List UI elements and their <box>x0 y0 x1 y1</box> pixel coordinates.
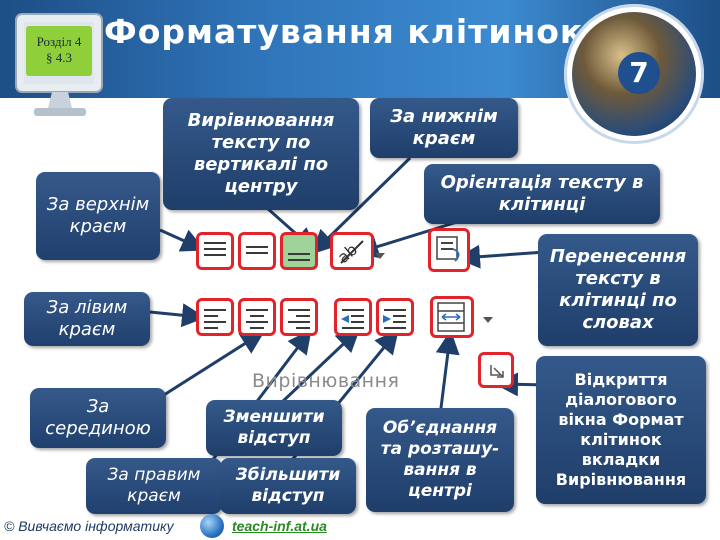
align-left-button[interactable] <box>196 298 234 336</box>
wrap-text-button[interactable] <box>428 228 470 272</box>
ribbon-group-label: Вирівнювання <box>252 370 400 392</box>
align-right-button[interactable] <box>280 298 318 336</box>
increase-indent-button[interactable] <box>376 298 414 336</box>
callout-right-edge: За правим краєм <box>86 458 222 514</box>
arrow-right-icon <box>383 315 391 323</box>
section-label: Розділ 4 <box>36 34 82 49</box>
globe-icon <box>200 514 224 538</box>
page-title: Форматування клітинок <box>104 12 584 51</box>
footer-site-link[interactable]: teach-inf.at.ua <box>232 518 327 534</box>
align-middle-button[interactable] <box>238 232 276 270</box>
wrap-text-icon <box>436 236 460 262</box>
callout-top-edge: За верхнім краєм <box>36 172 160 260</box>
chevron-down-icon[interactable] <box>374 252 386 260</box>
callout-merge-center: Об’єднання та розташу-вання в центрі <box>366 408 514 512</box>
text-orientation-button[interactable]: ab <box>330 232 374 270</box>
footer-copyright: © Вивчаємо інформатику <box>4 518 174 534</box>
section-badge: Розділ 4 § 4.3 <box>26 26 92 76</box>
section-number: § 4.3 <box>46 50 72 65</box>
dialog-launcher-icon <box>490 365 504 378</box>
callout-bottom-edge: За нижнім краєм <box>370 98 518 158</box>
merge-center-button[interactable] <box>430 296 474 338</box>
logo-number: 7 <box>618 52 660 94</box>
text-orientation-icon: ab <box>334 240 364 267</box>
align-top-button[interactable] <box>196 232 234 270</box>
decrease-indent-button[interactable] <box>334 298 372 336</box>
dialog-launcher-button[interactable] <box>478 352 514 388</box>
callout-vertical-center: Вирівнювання тексту по вертикалі по цент… <box>163 98 359 210</box>
merge-dropdown-icon[interactable] <box>482 316 494 324</box>
align-bottom-button[interactable] <box>280 232 318 270</box>
callout-decrease-indent: Зменшити відступ <box>206 400 342 456</box>
callout-dialog-launcher: Відкриття діалогового вікна Формат кліти… <box>536 356 706 504</box>
align-center-button[interactable] <box>238 298 276 336</box>
callout-wrap-text: Перенесення тексту в клітинці по словах <box>538 234 698 346</box>
svg-text:ab: ab <box>334 240 362 267</box>
callout-increase-indent: Збільшити відступ <box>220 458 356 514</box>
merge-center-icon <box>437 302 465 332</box>
callout-orientation: Орієнтація тексту в клітинці <box>424 164 660 224</box>
arrow-left-icon <box>341 315 349 323</box>
callout-left-edge: За лівим краєм <box>24 292 150 346</box>
callout-middle: За серединою <box>30 388 166 448</box>
